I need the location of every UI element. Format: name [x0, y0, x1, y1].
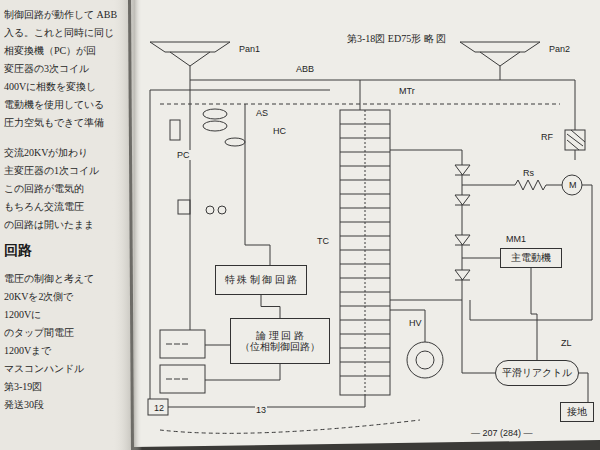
body-text: 交流20KVが加わり	[4, 146, 88, 160]
left-page	[0, 0, 131, 450]
part-label: ABB	[295, 64, 315, 74]
part-label: Pan2	[548, 44, 571, 54]
part-label: M	[568, 180, 578, 190]
body-text: 第3-19図	[4, 380, 42, 394]
wire	[360, 80, 361, 110]
part-label: 13	[255, 405, 267, 415]
hatching	[567, 130, 585, 150]
fuse-box	[148, 399, 168, 415]
coil-symbol	[166, 344, 188, 379]
part-label: Pan1	[238, 44, 261, 54]
body-text: のタップ間電圧	[4, 326, 74, 340]
body-text: この回路が電気的	[4, 182, 84, 196]
tap-selector	[365, 110, 366, 395]
transformer-taps	[340, 110, 390, 395]
pantograph	[460, 42, 540, 52]
part-label: HC	[272, 126, 287, 136]
block-subtitle: （位相制御回路）	[240, 341, 320, 353]
circuit-block: 接地	[560, 402, 594, 422]
body-text: マスコンハンドル	[4, 362, 84, 376]
wire	[390, 310, 425, 342]
contact-symbol	[218, 206, 226, 214]
body-text: 圧力空気もできて準備	[4, 116, 104, 130]
control-line	[160, 420, 420, 433]
part-label: Rs	[522, 168, 535, 178]
part-label: HV	[408, 318, 423, 328]
block-title: 平滑リアクトル	[502, 367, 572, 379]
part-label: MTr	[398, 86, 416, 96]
gutter-shadow	[112, 0, 142, 450]
part-label: AS	[255, 108, 269, 118]
block-title: 主電動機	[511, 252, 551, 264]
motor-generator-rotor	[416, 351, 434, 369]
part-label: TC	[316, 236, 330, 246]
body-text: 入る。これと同時に同じ	[4, 26, 114, 40]
body-text: 発送30段	[4, 398, 44, 412]
roof-bus	[190, 66, 500, 80]
body-text: 400Vに相数を変換し	[4, 80, 96, 94]
part-label: RF	[540, 132, 554, 142]
body-text: 電動機を使用している	[4, 98, 104, 112]
wire	[500, 80, 575, 130]
part-label: PC	[176, 150, 191, 160]
part-label: ZL	[560, 338, 573, 348]
body-text: 1200Vに	[4, 308, 41, 322]
reactor-box: 平滑リアクトル	[495, 360, 579, 386]
right-page	[131, 0, 600, 447]
body-text: 相変換機（PC）が回	[4, 44, 96, 58]
coil-symbol	[225, 138, 245, 146]
body-text: の回路は開いたまま	[4, 218, 94, 232]
circuit-block: 特 殊 制 御 回 路	[215, 265, 307, 295]
part-label: 12	[153, 403, 165, 413]
contactor-symbol	[170, 120, 180, 140]
wire	[575, 150, 576, 160]
page-number: — 207 (284) —	[470, 428, 534, 438]
pantograph	[150, 42, 230, 52]
diode-symbol	[455, 165, 470, 280]
body-text: 1200Vまで	[4, 344, 51, 358]
pantograph-frame	[170, 52, 210, 66]
section-heading: 回路	[4, 242, 32, 260]
relay-symbol	[178, 200, 190, 214]
wire	[390, 150, 462, 300]
body-text: 電圧の制御と考えて	[4, 272, 94, 286]
body-text: もちろん交流電圧	[4, 200, 84, 214]
circuit-block: 論 理 回 路（位相制御回路）	[230, 318, 330, 364]
block-title: 接地	[567, 406, 587, 418]
circuit-block: 主電動機	[500, 248, 562, 268]
control-line	[160, 104, 560, 105]
pantograph-frame	[480, 52, 520, 66]
part-label: MM1	[505, 234, 527, 244]
motor-symbol	[562, 175, 582, 195]
wire	[462, 300, 495, 373]
connector-wire	[261, 295, 280, 318]
block-title: 特 殊 制 御 回 路	[225, 274, 298, 286]
block-title: 論 理 回 路	[256, 330, 304, 342]
resistor-symbol	[462, 180, 562, 190]
contact-symbol	[206, 206, 214, 214]
motor-generator	[407, 342, 443, 378]
connector-wire	[531, 268, 537, 360]
circuit-wiring	[148, 42, 592, 433]
body-text: 制御回路が動作して ABB	[4, 8, 117, 22]
wire	[462, 258, 500, 259]
body-text: 変圧器の3次コイル	[4, 62, 89, 76]
wire	[150, 90, 330, 399]
coil-symbol	[203, 121, 227, 131]
body-text: 主変圧器の1次コイル	[4, 164, 99, 178]
coil-symbol	[203, 109, 227, 119]
arrester-symbol	[565, 130, 585, 150]
wire	[579, 373, 588, 402]
figure-title: 第3-18図 ED75形 略 図	[345, 32, 448, 46]
body-text: 20KVを2次側で	[4, 290, 73, 304]
